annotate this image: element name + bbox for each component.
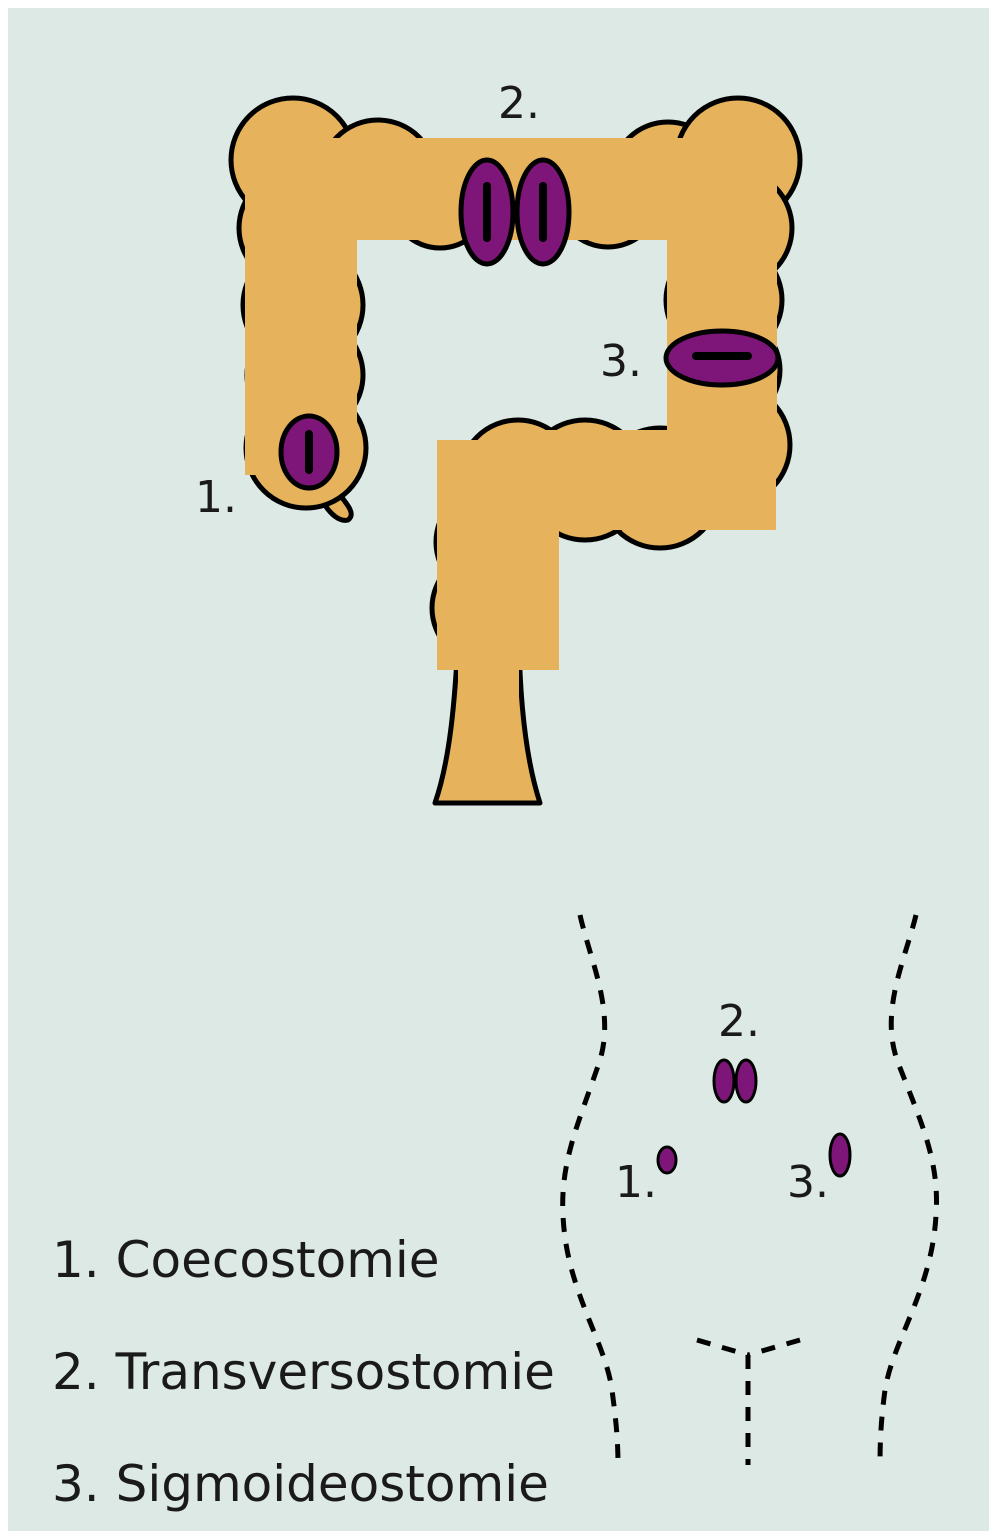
groin-right — [748, 1340, 800, 1355]
abdomen-stoma-1 — [658, 1147, 676, 1173]
abdomen-right-contour — [880, 915, 937, 1465]
stoma-sigmoideostomie — [666, 331, 778, 385]
colon-label-3: 3. — [600, 336, 642, 387]
stoma-coecostomie — [281, 416, 337, 488]
abdomen-label-2: 2. — [718, 996, 760, 1047]
colon-label-2: 2. — [498, 78, 540, 129]
colon-diagram — [231, 98, 800, 803]
legend-item-coecostomie: 1. Coecostomie — [52, 1235, 440, 1285]
abdomen-stoma-2a — [714, 1060, 734, 1102]
groin-left — [697, 1340, 748, 1355]
abdomen-label-1: 1. — [615, 1157, 657, 1208]
abdomen-stoma-3 — [830, 1134, 850, 1176]
colon-label-1: 1. — [195, 472, 237, 523]
abdomen-stoma-2b — [736, 1060, 756, 1102]
abdomen-label-3: 3. — [787, 1157, 829, 1208]
legend-item-transversostomie: 2. Transversostomie — [52, 1347, 555, 1397]
abdomen-left-contour — [563, 915, 618, 1465]
legend-item-sigmoideostomie: 3. Sigmoideostomie — [52, 1459, 549, 1509]
